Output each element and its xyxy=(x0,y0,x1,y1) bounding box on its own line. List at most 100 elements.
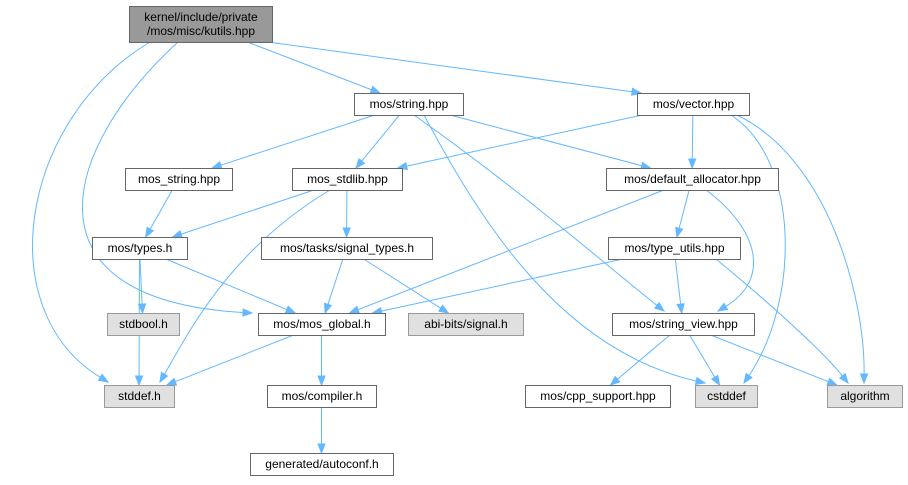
edge-mos_stdlib_hpp-to-types_h xyxy=(171,189,315,239)
arrowhead xyxy=(676,303,685,315)
node-label: algorithm xyxy=(840,389,889,403)
node-default-allocator-hpp[interactable]: mos/default_allocator.hpp xyxy=(606,168,779,191)
node-types-h[interactable]: mos/types.h xyxy=(92,237,188,260)
node-box xyxy=(695,385,758,408)
edge-string_hpp-to-mos_string_hpp xyxy=(210,114,375,170)
edges-layer xyxy=(32,41,869,455)
edge-line xyxy=(710,334,829,383)
node-mos-global-h[interactable]: mos/mos_global.h xyxy=(258,313,386,336)
arrowhead xyxy=(653,301,666,312)
arrowhead xyxy=(242,308,254,317)
edge-string_view_hpp-to-cpp_support_hpp xyxy=(609,334,671,386)
edge-string_hpp-to-cstddef xyxy=(423,114,707,386)
edge-line xyxy=(165,258,288,310)
edge-line xyxy=(357,189,665,311)
arrowhead xyxy=(284,305,297,314)
edge-string_hpp-to-mos_stdlib_hpp xyxy=(355,114,400,170)
node-cpp-support-hpp[interactable]: mos/cpp_support.hpp xyxy=(525,385,671,408)
arrowhead xyxy=(716,302,729,312)
nodes-layer: kernel/include/private/mos/misc/kutils.h… xyxy=(92,6,903,476)
edge-mos_global_h-to-stddef_h xyxy=(165,334,294,386)
node-compiler-h[interactable]: mos/compiler.h xyxy=(267,385,377,408)
node-label: mos/cpp_support.hpp xyxy=(540,389,656,403)
edge-type_utils_hpp-to-algorithm xyxy=(715,258,849,385)
node-vector-hpp[interactable]: mos/vector.hpp xyxy=(637,93,750,116)
edge-line xyxy=(678,189,690,229)
arrowhead xyxy=(324,302,333,315)
arrowhead xyxy=(97,373,110,383)
edge-line xyxy=(82,41,244,313)
arrowhead xyxy=(137,303,147,315)
arrowhead xyxy=(342,227,351,239)
node-string-hpp[interactable]: mos/string.hpp xyxy=(354,93,464,116)
node-label: kernel/include/private xyxy=(144,10,258,24)
node-autoconf-h[interactable]: generated/autoconf.h xyxy=(250,453,394,476)
node-label: cstddef xyxy=(707,389,746,403)
edge-vector_hpp-to-algorithm xyxy=(736,114,869,385)
edge-line xyxy=(175,334,294,383)
node-box xyxy=(92,237,188,260)
edge-line xyxy=(247,41,372,91)
edge-line xyxy=(736,114,865,375)
node-type-utils-hpp[interactable]: mos/type_utils.hpp xyxy=(608,237,741,260)
node-stdbool-h: stdbool.h xyxy=(107,313,180,336)
edge-line xyxy=(220,114,375,166)
edge-vector_hpp-to-mos_stdlib_hpp xyxy=(396,114,643,171)
arrowhead xyxy=(134,375,144,387)
node-signal-types-h[interactable]: mos/tasks/signal_types.h xyxy=(261,237,433,260)
arrowhead xyxy=(165,377,178,386)
edge-default_allocator_hpp-to-mos_global_h xyxy=(348,189,665,314)
edge-line xyxy=(361,114,400,162)
edge-signal_types_h-to-abi_signal_h xyxy=(363,258,450,314)
edge-line xyxy=(363,258,441,309)
arrowhead xyxy=(317,443,326,455)
arrowhead xyxy=(826,377,839,386)
node-label: mos/string_view.hpp xyxy=(629,317,738,331)
arrowhead xyxy=(688,158,697,170)
node-box xyxy=(525,385,671,408)
arrowhead xyxy=(369,85,382,94)
arrowhead xyxy=(210,161,223,170)
edge-line xyxy=(327,258,344,305)
edge-line xyxy=(413,114,658,306)
arrowhead xyxy=(317,375,326,387)
edge-line xyxy=(381,258,624,312)
node-box xyxy=(250,453,394,476)
edge-vector_hpp-to-cstddef xyxy=(730,114,786,385)
node-box xyxy=(292,168,403,191)
edge-vector_hpp-to-default_allocator_hpp xyxy=(688,114,697,170)
edge-mos_stdlib_hpp-to-stddef_h xyxy=(159,189,331,384)
node-label: abi-bits/signal.h xyxy=(424,317,507,331)
node-label: mos/types.h xyxy=(108,241,173,255)
edge-default_allocator_hpp-to-type_utils_hpp xyxy=(675,189,690,239)
node-label: mos_stdlib.hpp xyxy=(307,172,388,186)
node-box xyxy=(104,385,175,408)
edge-string_hpp-to-string_view_hpp xyxy=(413,114,666,312)
arrowhead xyxy=(710,374,721,387)
arrowhead xyxy=(675,226,684,239)
edge-line xyxy=(705,189,755,307)
edge-line xyxy=(674,258,682,305)
node-kutils[interactable]: kernel/include/private/mos/misc/kutils.h… xyxy=(129,6,273,43)
edge-line xyxy=(715,258,843,377)
edge-line xyxy=(164,189,331,375)
edge-line xyxy=(149,189,173,230)
node-label: mos/default_allocator.hpp xyxy=(624,172,761,186)
node-algorithm: algorithm xyxy=(827,385,903,408)
edge-line xyxy=(406,114,643,167)
edge-mos_string_hpp-to-types_h xyxy=(145,189,173,239)
edge-string_hpp-to-default_allocator_hpp xyxy=(449,114,652,170)
arrowhead xyxy=(348,305,360,314)
edge-types_h-to-mos_global_h xyxy=(165,258,297,314)
node-label: mos_string.hpp xyxy=(138,172,220,186)
node-box xyxy=(827,385,903,408)
edge-line xyxy=(139,258,143,305)
edge-line xyxy=(423,114,697,382)
node-string-view-hpp[interactable]: mos/string_view.hpp xyxy=(612,313,755,336)
node-mos-string-hpp[interactable]: mos_string.hpp xyxy=(125,168,233,191)
node-cstddef: cstddef xyxy=(695,385,758,408)
node-box xyxy=(612,313,755,336)
edge-line xyxy=(689,334,716,378)
node-mos-stdlib-hpp[interactable]: mos_stdlib.hpp xyxy=(292,168,403,191)
